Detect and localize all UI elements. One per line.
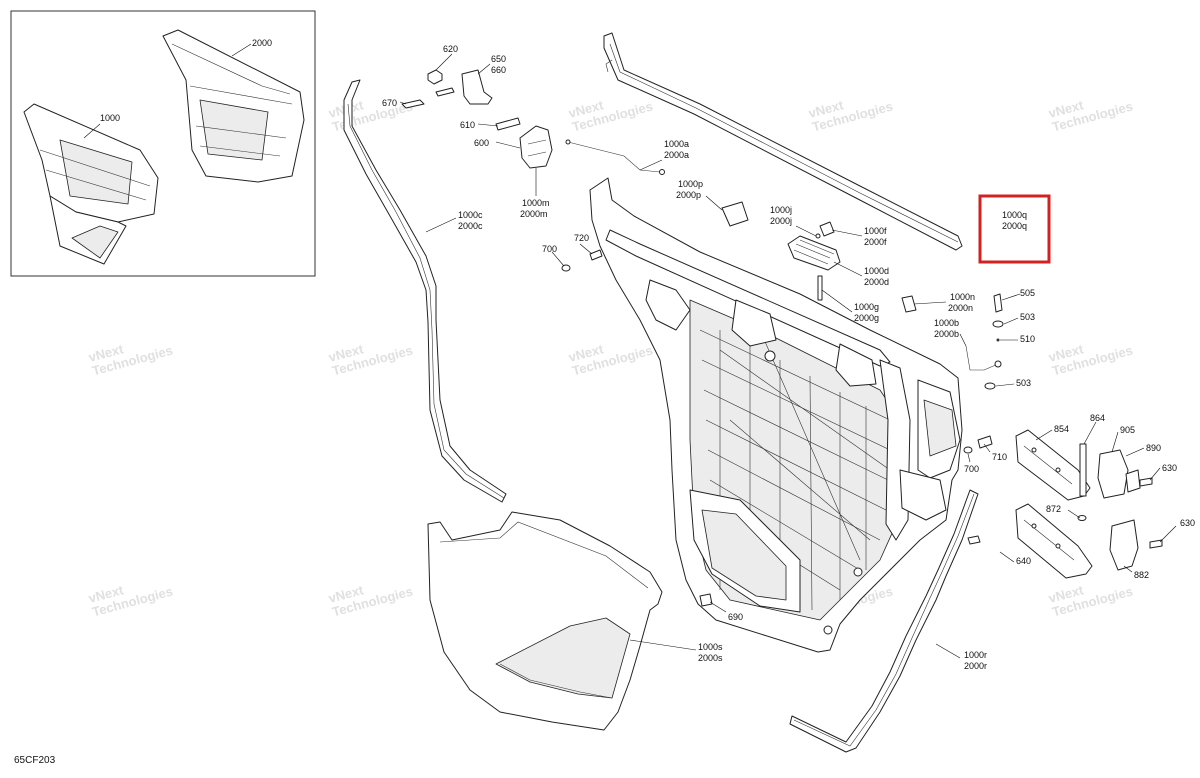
highlight-box <box>978 194 1051 264</box>
callout-700-left: 700 <box>542 244 557 254</box>
callout-1000n: 1000n <box>950 292 975 302</box>
inset-label-2000: 2000 <box>252 38 272 48</box>
callout-labels: 620 650 660 670 610 600 1000a 2000a 1000… <box>382 44 1195 671</box>
callout-864: 864 <box>1090 413 1105 423</box>
callout-700-right: 700 <box>964 464 979 474</box>
callout-1000g: 1000g <box>854 302 879 312</box>
callout-1000j: 1000j <box>770 205 792 215</box>
hardware-parts <box>401 69 1004 607</box>
callout-630-upper: 630 <box>1162 463 1177 473</box>
callout-1000s: 1000s <box>698 642 723 652</box>
callout-1000d: 1000d <box>864 266 889 276</box>
callout-1000b: 1000b <box>934 318 959 328</box>
callout-2000d: 2000d <box>864 277 889 287</box>
callout-2000m: 2000m <box>520 209 548 219</box>
callout-610: 610 <box>460 120 475 130</box>
callout-872: 872 <box>1046 504 1061 514</box>
callout-690: 690 <box>728 612 743 622</box>
door-frame-part <box>589 177 963 653</box>
callout-503-upper: 503 <box>1020 312 1035 322</box>
callout-2000b: 2000b <box>934 329 959 339</box>
callout-2000j: 2000j <box>770 216 792 226</box>
callout-2000p: 2000p <box>676 190 701 200</box>
callout-630-lower: 630 <box>1180 518 1195 528</box>
callout-854: 854 <box>1054 424 1069 434</box>
callout-620: 620 <box>443 44 458 54</box>
callout-670: 670 <box>382 98 397 108</box>
callout-2000f: 2000f <box>864 237 887 247</box>
callout-650: 650 <box>491 54 506 64</box>
callout-905: 905 <box>1120 425 1135 435</box>
callout-600: 600 <box>474 138 489 148</box>
callout-1000m: 1000m <box>522 198 550 208</box>
callout-505: 505 <box>1020 288 1035 298</box>
callout-1000c: 1000c <box>458 210 483 220</box>
inset-overview: 2000 1000 <box>10 10 316 277</box>
callout-503-lower: 503 <box>1016 378 1031 388</box>
inset-label-1000: 1000 <box>100 113 120 123</box>
callout-2000n: 2000n <box>948 303 973 313</box>
callout-1000q: 1000q <box>1002 210 1027 220</box>
callout-720: 720 <box>574 233 589 243</box>
callout-2000q: 2000q <box>1002 221 1027 231</box>
callout-510: 510 <box>1020 334 1035 344</box>
upper-rail-part <box>603 32 963 251</box>
callout-1000f: 1000f <box>864 226 887 236</box>
callout-640: 640 <box>1016 556 1031 566</box>
callout-882: 882 <box>1134 570 1149 580</box>
diagram-code: 65CF203 <box>14 755 56 766</box>
callout-660: 660 <box>491 65 506 75</box>
callout-1000p: 1000p <box>678 179 703 189</box>
lower-pocket-part <box>427 511 663 731</box>
callout-1000a: 1000a <box>664 139 689 149</box>
callout-1000r: 1000r <box>964 650 987 660</box>
callout-2000a: 2000a <box>664 150 689 160</box>
hinge-assembly <box>967 429 1163 579</box>
callout-2000r: 2000r <box>964 661 987 671</box>
callout-2000c: 2000c <box>458 221 483 231</box>
leader-lines <box>399 53 1177 659</box>
callout-890: 890 <box>1146 443 1161 453</box>
callout-2000g: 2000g <box>854 313 879 323</box>
left-seal-part <box>343 79 507 503</box>
callout-2000s: 2000s <box>698 653 723 663</box>
callout-710: 710 <box>992 452 1007 462</box>
right-seal-part <box>789 489 979 753</box>
